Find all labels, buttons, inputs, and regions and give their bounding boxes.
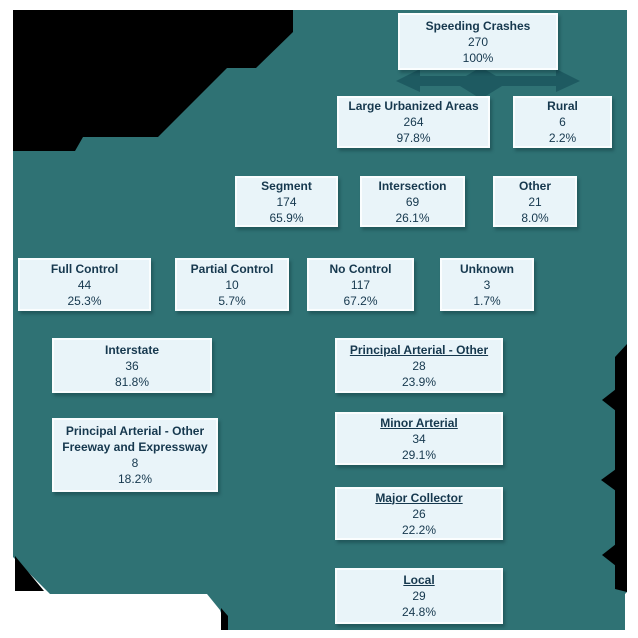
node-count: 10: [225, 277, 239, 292]
node-major-collector: Major Collector 26 22.2%: [335, 487, 503, 540]
node-label: Full Control: [50, 261, 119, 276]
node-count: 36: [125, 358, 139, 373]
node-percent: 22.2%: [401, 522, 437, 537]
node-percent: 97.8%: [396, 131, 431, 145]
node-count: 8: [131, 456, 139, 470]
node-count: 3: [483, 277, 491, 292]
node-percent: 67.2%: [343, 293, 378, 308]
node-principal-arterial-freeway: Principal Arterial - Other Freeway and E…: [52, 418, 218, 492]
node-count: 34: [412, 431, 426, 446]
node-percent: 100%: [462, 50, 494, 65]
node-partial-control: Partial Control 10 5.7%: [175, 258, 289, 311]
black-notch-right-1: [602, 389, 616, 411]
node-percent: 29.1%: [401, 447, 437, 462]
node-percent: 1.7%: [473, 293, 501, 308]
node-label: Principal Arterial - Other: [349, 342, 489, 357]
node-count: 26: [412, 506, 426, 521]
node-label: Speeding Crashes: [425, 18, 531, 33]
node-percent: 81.8%: [114, 374, 150, 389]
node-label: Unknown: [460, 261, 514, 276]
node-speeding-crashes: Speeding Crashes 270 100%: [398, 13, 558, 70]
node-intersection: Intersection 69 26.1%: [360, 176, 465, 227]
node-full-control: Full Control 44 25.3%: [18, 258, 151, 311]
node-count: 117: [350, 277, 371, 292]
black-sliver-bottom: [221, 608, 228, 630]
node-label: Major Collector: [375, 490, 463, 505]
node-percent: 18.2%: [117, 472, 153, 486]
node-label: Large Urbanized Areas: [348, 99, 479, 113]
node-label: Principal Arterial - Other Freeway and E…: [62, 424, 208, 454]
node-large-urbanized-areas: Large Urbanized Areas 264 97.8%: [337, 96, 490, 148]
node-percent: 8.0%: [521, 210, 549, 225]
node-count: 69: [405, 194, 420, 209]
node-interstate: Interstate 36 81.8%: [52, 338, 212, 393]
black-region-right-strip: [615, 344, 627, 592]
node-other: Other 21 8.0%: [493, 176, 577, 227]
node-count: 28: [412, 358, 426, 373]
node-local: Local 29 24.8%: [335, 568, 503, 624]
node-percent: 24.8%: [401, 605, 437, 619]
black-notch-right-3: [602, 544, 616, 566]
node-count: 44: [77, 277, 92, 292]
node-count: 29: [412, 589, 426, 603]
node-percent: 65.9%: [269, 210, 304, 225]
node-label: Minor Arterial: [380, 415, 458, 430]
black-region-bottom-left: [15, 556, 44, 591]
node-percent: 5.7%: [218, 293, 246, 308]
node-percent: 25.3%: [67, 293, 102, 308]
node-label: Segment: [261, 178, 312, 193]
node-count: 21: [528, 194, 542, 209]
node-segment: Segment 174 65.9%: [235, 176, 338, 227]
node-count: 264: [403, 115, 424, 129]
node-label: Other: [518, 178, 551, 193]
node-label: Interstate: [104, 342, 160, 357]
bidirectional-arrow: [396, 67, 580, 99]
node-label: Local: [403, 573, 435, 587]
node-count: 270: [467, 34, 489, 49]
black-region-top-left: [13, 10, 293, 151]
node-percent: 26.1%: [395, 210, 430, 225]
node-no-control: No Control 117 67.2%: [307, 258, 414, 311]
node-label: Intersection: [378, 178, 447, 193]
node-rural: Rural 6 2.2%: [513, 96, 612, 148]
node-count: 6: [559, 115, 566, 129]
node-count: 174: [276, 194, 297, 209]
node-label: No Control: [329, 261, 392, 276]
black-notch-right-2: [601, 469, 616, 491]
node-unknown: Unknown 3 1.7%: [440, 258, 534, 311]
node-percent: 23.9%: [401, 374, 437, 389]
node-label: Partial Control: [190, 261, 274, 276]
node-minor-arterial: Minor Arterial 34 29.1%: [335, 412, 503, 465]
node-percent: 2.2%: [548, 131, 577, 145]
node-principal-arterial-other: Principal Arterial - Other 28 23.9%: [335, 338, 503, 393]
node-label: Rural: [547, 99, 578, 113]
